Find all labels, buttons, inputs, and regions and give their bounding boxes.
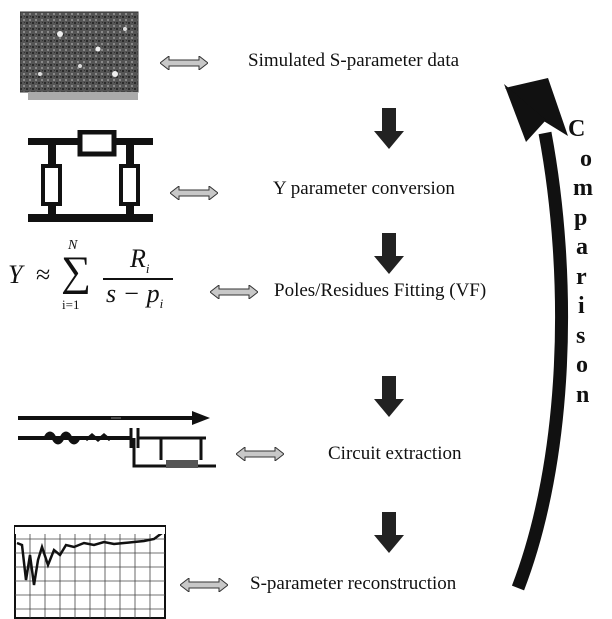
comparison-letter: C — [568, 116, 586, 142]
formula-approx: ≈ — [36, 260, 51, 289]
formula-upper-limit: N — [68, 238, 78, 253]
formula-denominator: s − pi — [106, 279, 164, 312]
comparison-letter: a — [576, 234, 588, 260]
formula-lower-limit: i=1 — [62, 297, 80, 312]
down-arrow-icon-4 — [374, 512, 404, 554]
formula-lhs: Y — [8, 260, 23, 289]
formula-numerator: Ri — [130, 244, 150, 277]
step-simulated-data: Simulated S-parameter data — [248, 50, 460, 71]
formula-sum-symbol: ∑ — [61, 249, 91, 295]
down-arrow-icon-1 — [374, 108, 404, 150]
comparison-letter: p — [574, 204, 588, 231]
down-arrow-icon-2 — [374, 233, 404, 275]
reconstruction-plot-icon — [14, 525, 166, 619]
circuit-icon — [18, 411, 216, 468]
step-pole-residue-fitting: Poles/Residues Fitting (VF) — [274, 280, 487, 301]
step-y-parameter-conversion: Y parameter conversion — [273, 178, 455, 199]
comparison-vertical-label: C o m p a r i s o n — [568, 115, 593, 410]
comparison-letter: s — [576, 322, 586, 349]
comparison-letter: i — [578, 293, 585, 319]
feedback-curved-arrow-icon — [504, 78, 569, 591]
double-arrow-icon-1 — [160, 56, 208, 70]
step-circuit-extraction: Circuit extraction — [328, 443, 462, 464]
comparison-letter: r — [576, 263, 587, 290]
comparison-letter: o — [580, 145, 592, 172]
comparison-letter: m — [573, 175, 593, 201]
double-arrow-icon-3 — [210, 285, 258, 299]
step-s-parameter-reconstruction: S-parameter reconstruction — [250, 573, 457, 594]
down-arrow-icon-3 — [374, 376, 404, 418]
double-arrow-icon-2 — [170, 186, 218, 200]
structure-icon — [28, 130, 153, 222]
formula-fraction-bar — [103, 278, 173, 280]
comparison-letter: o — [576, 352, 588, 378]
double-arrow-icon-5 — [180, 578, 228, 592]
comparison-letter: n — [576, 381, 590, 408]
simulated-data-image-icon — [20, 11, 139, 100]
double-arrow-icon-4 — [236, 447, 284, 461]
